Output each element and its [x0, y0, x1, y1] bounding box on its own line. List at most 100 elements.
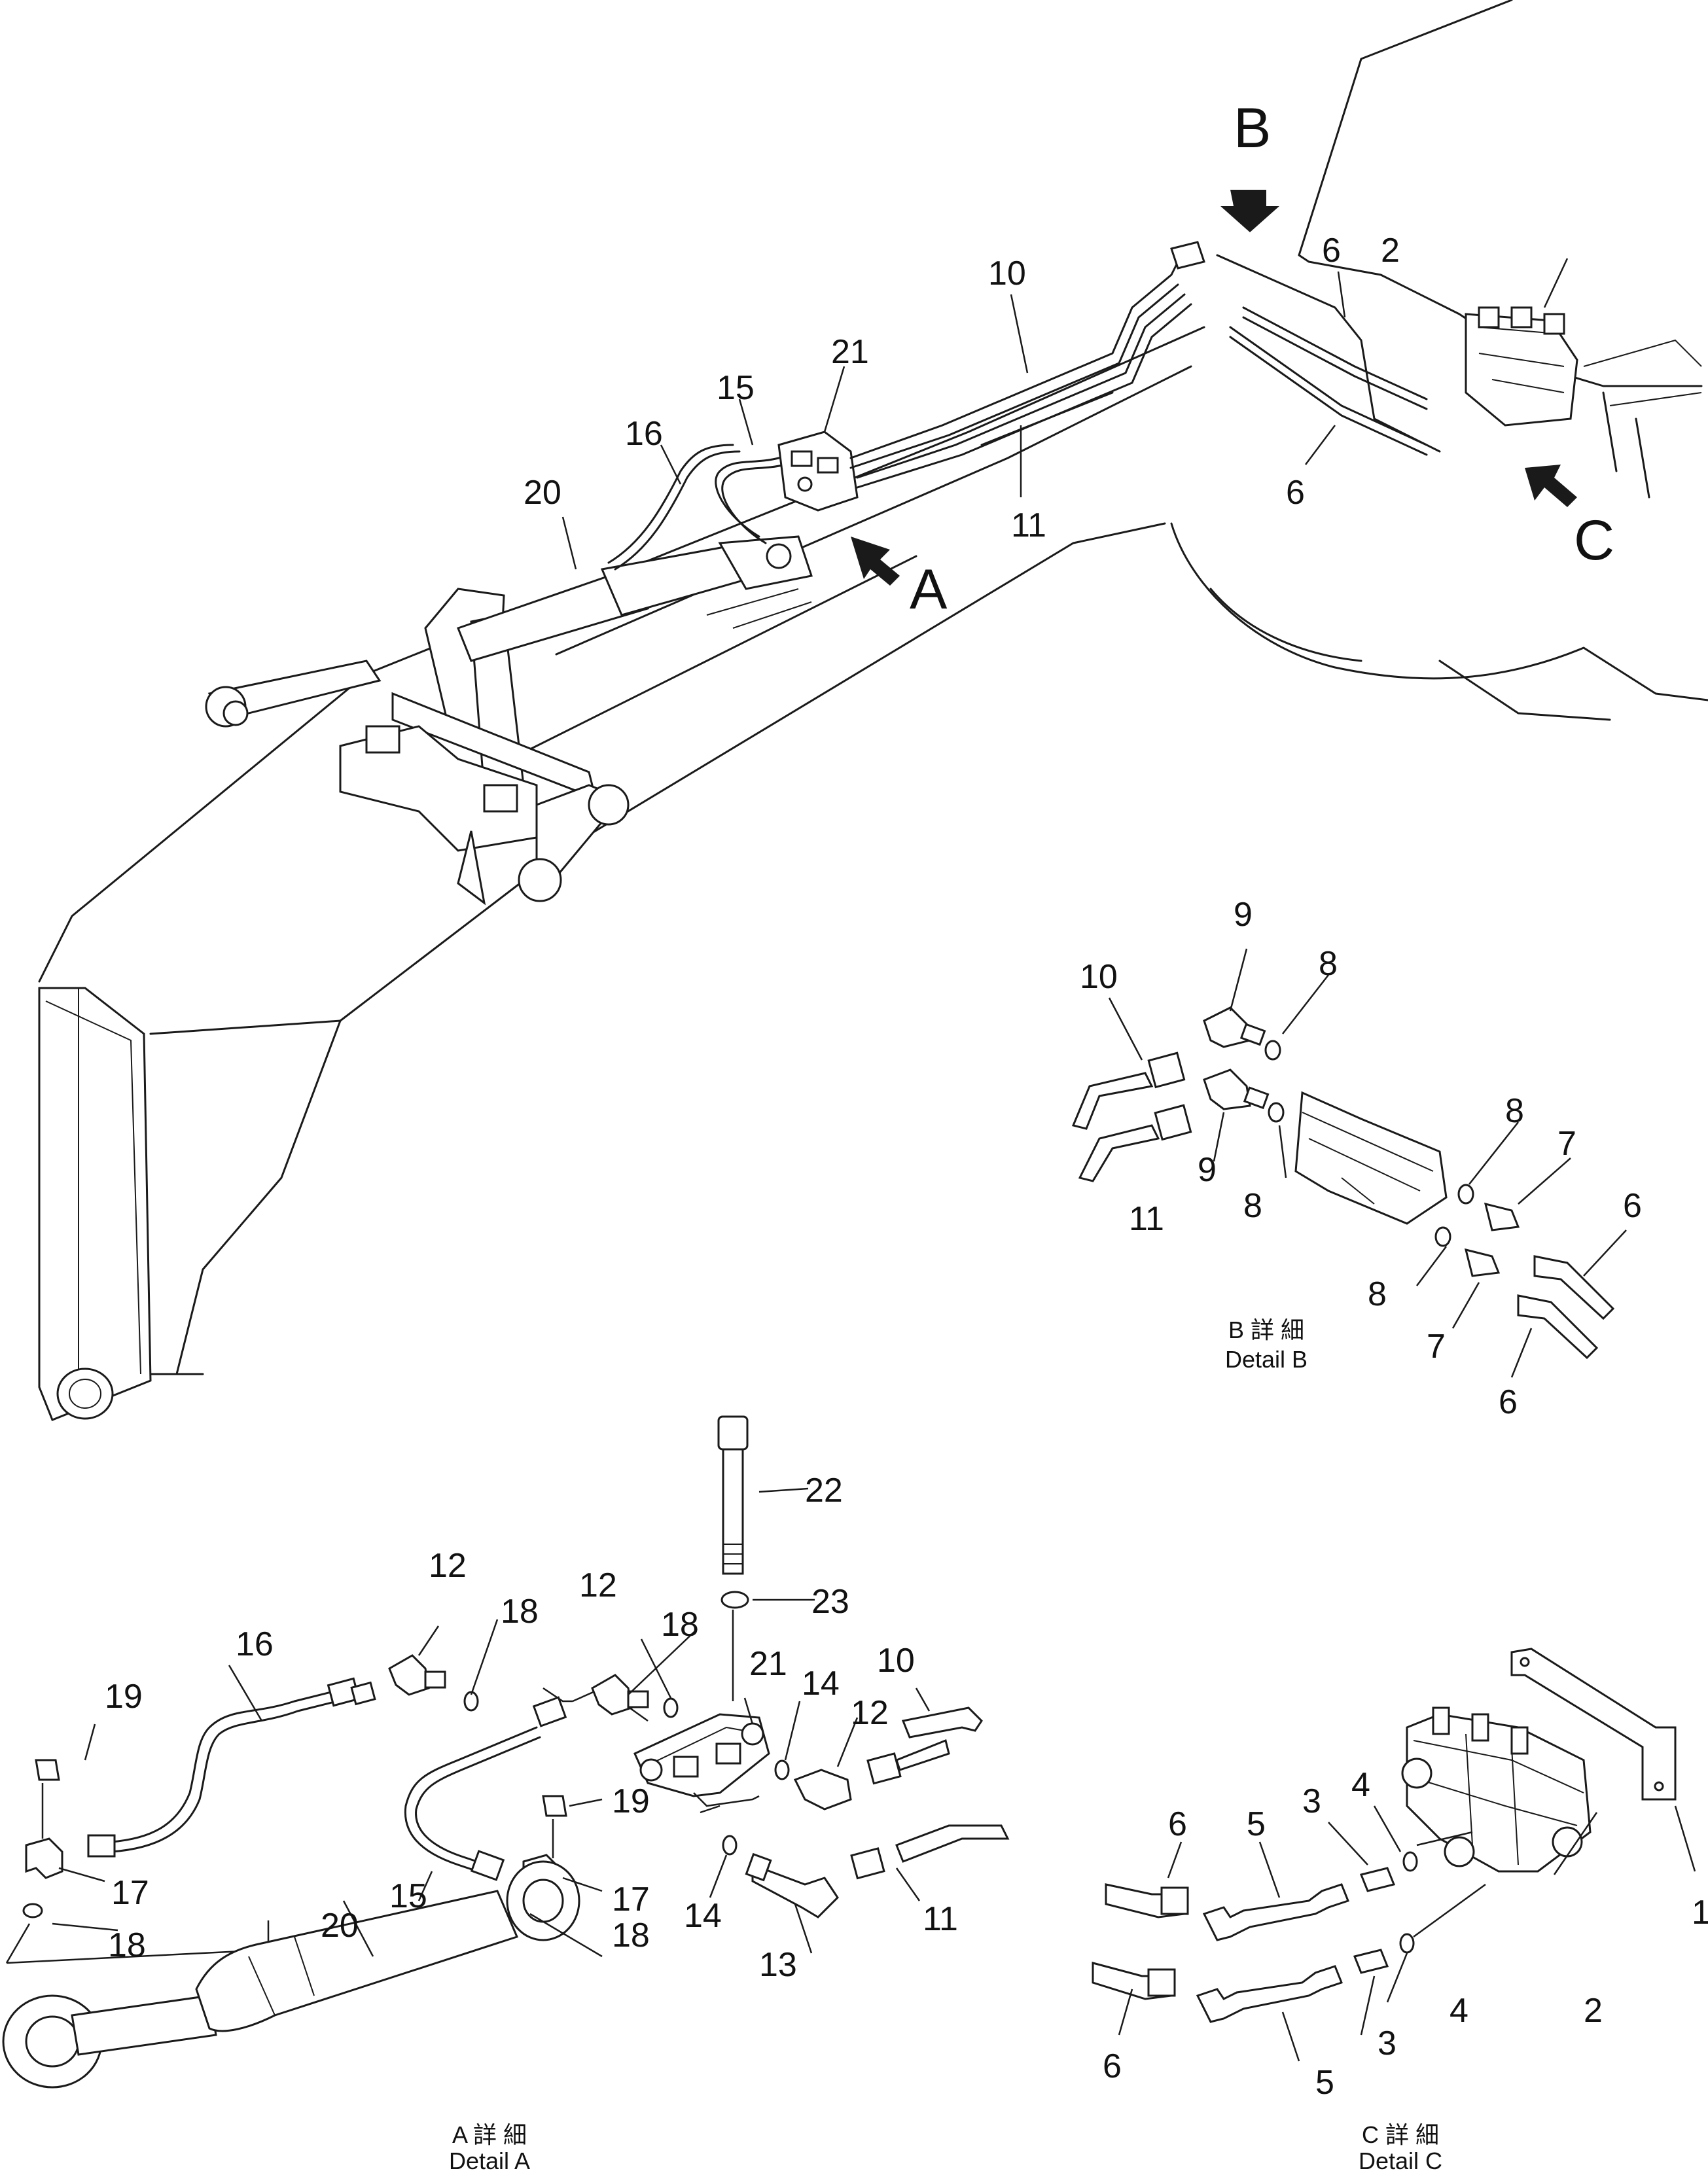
o-ring-18c: [22, 1903, 43, 1918]
hose-5a: [1202, 1883, 1349, 1941]
detail-a-callout-13: 13: [759, 1946, 797, 1984]
connector-7a: [1484, 1202, 1520, 1231]
elbow-9b: [1203, 1069, 1251, 1110]
elbow-12a: [388, 1654, 430, 1696]
detail-c: 6 6 5 5 3 3 4 4 2 1 C 詳 細 Detail C: [1092, 1648, 1708, 2173]
hose-6-upper: [1242, 306, 1428, 400]
detail-a-callout-14b: 14: [684, 1897, 722, 1935]
detail-b-callout-6b: 6: [1499, 1383, 1518, 1421]
o-ring-8b: [1268, 1102, 1285, 1123]
detail-a-callout-12a: 12: [429, 1547, 467, 1585]
detail-c-callout-5b: 5: [1315, 2064, 1334, 2102]
view-label-b: B: [1234, 97, 1271, 160]
detail-a-callout-11: 11: [923, 1900, 958, 1938]
detail-a-callout-18d: 18: [612, 1917, 650, 1954]
boom-end-plate-inner: [45, 988, 141, 1413]
boom-side: [149, 1019, 342, 1375]
o-ring-8a: [1264, 1040, 1281, 1061]
detail-c-callout-4a: 4: [1351, 1766, 1370, 1804]
pipe-11-detail: [1078, 1124, 1160, 1182]
machine-frame-edge: [1216, 254, 1650, 499]
detail-b-callout-8a: 8: [1319, 945, 1338, 983]
detail-a-callout-14a: 14: [802, 1665, 840, 1703]
detail-a-callout-20: 20: [321, 1907, 359, 1945]
elbow-9a: [1203, 1006, 1251, 1048]
callout-21: 21: [831, 333, 869, 371]
detail-b-callout-6a: 6: [1623, 1187, 1642, 1225]
detail-a-callout-19a: 19: [105, 1678, 143, 1716]
detail-a-callout-17b: 17: [612, 1881, 650, 1918]
bolt-22-head: [717, 1415, 749, 1451]
detail-b-caption-jp: B 詳 細: [1228, 1316, 1304, 1343]
detail-c-callout-2: 2: [1584, 1992, 1603, 2030]
hose-16: [607, 444, 734, 564]
pipe-10-detail: [1071, 1072, 1154, 1130]
detail-c-callout-4b: 4: [1450, 1992, 1468, 2030]
detail-c-callout-6b: 6: [1103, 2047, 1122, 2085]
view-label-c: C: [1574, 509, 1614, 572]
callout-10: 10: [988, 255, 1026, 292]
arrow-a: [851, 537, 900, 586]
detail-c-caption-jp: C 詳 細: [1362, 2121, 1439, 2148]
connector-7b: [1464, 1248, 1501, 1277]
plug-19b: [542, 1795, 567, 1817]
detail-c-caption-en: Detail C: [1359, 2147, 1442, 2173]
pipe-11: [856, 293, 1186, 479]
valve-block-21-detail: [633, 1713, 770, 1797]
machine-lower-body: [1170, 522, 1708, 701]
adapter-3a: [1359, 1867, 1396, 1892]
detail-b-callout-8c: 8: [1505, 1092, 1524, 1130]
detail-a-callout-22: 22: [805, 1472, 843, 1510]
detail-b-caption-en: Detail B: [1225, 1346, 1308, 1373]
detail-a-callout-17a: 17: [111, 1874, 149, 1912]
detail-b-callout-9a: 9: [1234, 896, 1253, 934]
detail-c-callout-5a: 5: [1247, 1805, 1266, 1843]
detail-b-callout-8d: 8: [1368, 1275, 1387, 1313]
machine-body-outline: [1298, 0, 1703, 387]
detail-a-caption-en: Detail A: [449, 2147, 530, 2173]
boom-pivot: [56, 1368, 114, 1420]
hose-6-detail-b: [1517, 1294, 1599, 1360]
hose-16-detail: [110, 1690, 335, 1843]
detail-c-callout-6a: 6: [1168, 1805, 1187, 1843]
washer-23: [721, 1591, 749, 1609]
detail-a-callout-18a: 18: [501, 1593, 539, 1631]
o-ring-4b: [1399, 1933, 1415, 1954]
plug-19a: [35, 1759, 60, 1781]
o-ring-18b: [663, 1697, 679, 1718]
detail-c-callout-1: 1: [1692, 1894, 1708, 1932]
callout-16: 16: [625, 415, 663, 453]
detail-a: 22 23 21 12 12 12 18 18 18 18 16 19 19 1…: [2, 1415, 1010, 2173]
arrow-c: [1525, 465, 1577, 507]
detail-c-callout-3a: 3: [1302, 1782, 1321, 1820]
boom-lower-edge: [175, 522, 1166, 1375]
detail-a-callout-12c: 12: [851, 1694, 889, 1732]
boom-end-plate: [38, 987, 152, 1421]
detail-a-callout-18b: 18: [661, 1606, 699, 1644]
mount-bracket: [1583, 339, 1702, 406]
detail-b-callout-11: 11: [1129, 1200, 1164, 1238]
machine-lower-body-2: [1209, 588, 1611, 721]
detail-a-callout-16: 16: [236, 1625, 274, 1663]
detail-b-callout-9b: 9: [1198, 1151, 1217, 1189]
callout-20: 20: [524, 474, 561, 512]
elbow-12c: [793, 1769, 852, 1811]
adapter-3b: [1353, 1949, 1389, 1974]
detail-b-callout-10: 10: [1080, 958, 1118, 996]
view-label-a: A: [910, 558, 948, 621]
callout-15: 15: [717, 369, 755, 407]
hose-15-detail: [404, 1726, 538, 1873]
pipe-10-detail-a: [901, 1706, 983, 1739]
o-ring-4a: [1402, 1851, 1418, 1872]
detail-a-callout-10: 10: [877, 1642, 915, 1680]
lever-knob-right: [518, 858, 562, 902]
hose-6-detail-a: [1533, 1255, 1615, 1320]
main-assembly-view: B A C 2 6 6 10 11 15 16 20 21: [38, 0, 1708, 1421]
detail-b: 10 11 9 9 8 8 8 8 7 7 6 6 B 詳 細 Detail B: [1071, 896, 1642, 1421]
o-ring-14b: [722, 1835, 738, 1856]
detail-a-callout-18c: 18: [108, 1926, 146, 1964]
elbow-17a: [25, 1837, 63, 1879]
bracket-1: [1510, 1648, 1677, 1801]
detail-a-caption-jp: A 詳 細: [452, 2121, 527, 2148]
